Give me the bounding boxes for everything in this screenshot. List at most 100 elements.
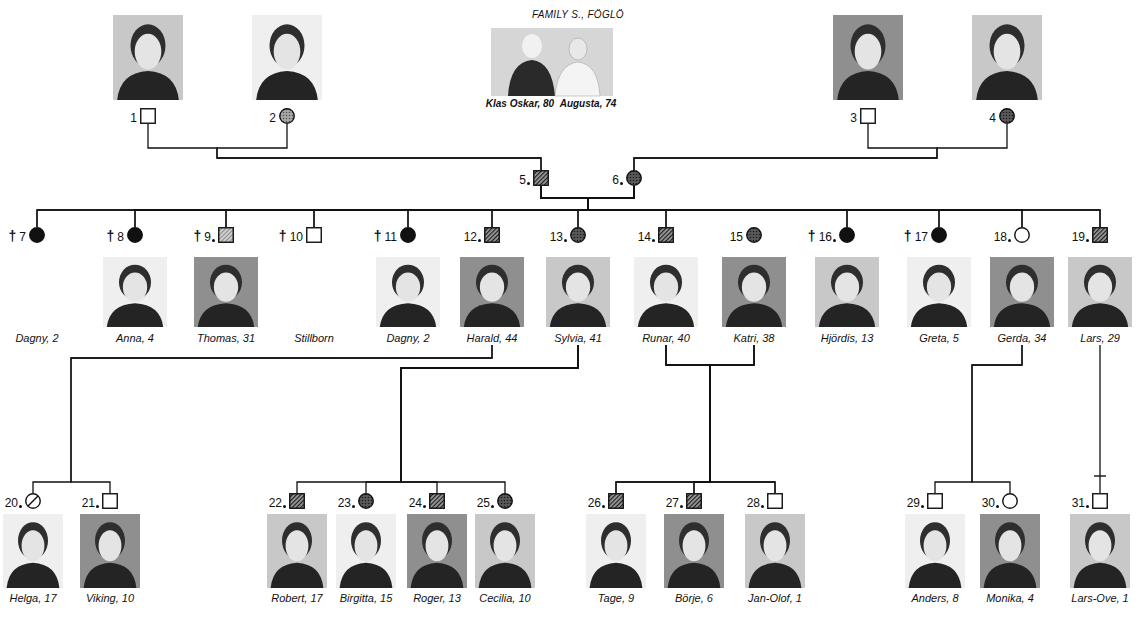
photo-body — [726, 303, 782, 327]
person-number: 6 — [612, 174, 619, 186]
symbol-outline — [1000, 109, 1015, 124]
photo-ground — [972, 15, 1042, 100]
person-number: 27 — [666, 497, 679, 509]
person-name: Harald, 44 — [467, 332, 518, 345]
male-square — [140, 108, 156, 124]
person-node: 30Monika, 4 — [977, 493, 1043, 605]
symbol-row: †16 — [805, 227, 889, 243]
photo-ground — [833, 15, 903, 100]
examined-dot — [283, 505, 286, 508]
descent-line — [541, 186, 1100, 227]
examined-dot — [1086, 505, 1089, 508]
photo-body — [380, 303, 436, 327]
person-name: Anders, 8 — [911, 592, 958, 605]
descent-line — [492, 186, 588, 227]
woman-figure — [555, 62, 600, 96]
photo-ground — [3, 514, 63, 588]
person-name: Gerda, 34 — [998, 332, 1047, 345]
number-group: 24 — [409, 497, 429, 509]
photo-ground — [1068, 257, 1132, 327]
number-group: 1 — [130, 112, 140, 124]
descent-line — [492, 186, 634, 227]
photo-ground — [376, 257, 440, 327]
symbol-row: 1 — [103, 108, 193, 124]
person-name: Anna, 4 — [116, 332, 154, 345]
descent-line — [366, 345, 578, 493]
man-head — [522, 34, 542, 58]
person-number: 9 — [204, 231, 211, 243]
photo-body — [1072, 303, 1128, 327]
male-square — [608, 493, 624, 509]
female-circle — [279, 108, 295, 124]
male-square — [533, 170, 549, 186]
female-circle — [1002, 493, 1018, 509]
person-node: 29Anders, 8 — [902, 493, 968, 605]
symbol-row: 28 — [742, 493, 808, 509]
female-circle — [746, 227, 762, 243]
portrait-photo — [194, 257, 258, 327]
male-square — [306, 227, 322, 243]
number-group: 30 — [982, 497, 1002, 509]
symbol-row: 18 — [983, 227, 1061, 243]
person-node: 28Jan-Olof, 1 — [742, 493, 808, 605]
symbol-row: 4 — [962, 108, 1052, 124]
descent-line — [401, 345, 578, 493]
male-square — [1092, 227, 1108, 243]
descent-line — [37, 186, 634, 227]
examined-dot — [680, 505, 683, 508]
photo-face — [480, 272, 504, 301]
person-number: 5 — [519, 174, 526, 186]
symbol-row: 6 — [609, 170, 659, 186]
photo-face — [274, 34, 301, 70]
photo-body — [1074, 563, 1127, 588]
photo-body — [84, 563, 137, 588]
number-group: †7 — [9, 229, 29, 243]
photo-face — [605, 530, 628, 561]
symbol-outline — [1093, 228, 1108, 243]
symbol-outline — [485, 228, 500, 243]
photo-body — [340, 563, 393, 588]
symbol-row: 12 — [452, 227, 532, 243]
photo-ground — [815, 257, 879, 327]
photo-body — [749, 563, 802, 588]
symbol-row: 24 — [404, 493, 470, 509]
descent-line — [616, 345, 710, 493]
person-node: 5 — [516, 170, 566, 186]
symbol-row: 29 — [902, 493, 968, 509]
number-group: †17 — [904, 229, 931, 243]
person-node: 6 — [609, 170, 659, 186]
photo-face — [764, 530, 787, 561]
person-node: †16Hjördis, 13 — [805, 227, 889, 345]
descent-line — [588, 186, 1100, 227]
portrait-photo — [833, 15, 903, 100]
male-square — [860, 108, 876, 124]
symbol-outline — [430, 494, 445, 509]
photo-ground — [252, 15, 322, 100]
person-node: 14Runar, 40 — [626, 227, 706, 345]
death-mark: † — [9, 229, 19, 243]
symbol-row: †17 — [899, 227, 979, 243]
symbol-row: 5 — [516, 170, 566, 186]
descent-line — [37, 186, 588, 227]
person-number: 24 — [409, 497, 422, 509]
descent-line — [314, 186, 634, 227]
person-node: †10Stillborn — [274, 227, 354, 345]
descent-line — [588, 186, 847, 227]
male-square — [927, 493, 943, 509]
person-node: 21Viking, 10 — [77, 493, 143, 605]
portrait-photo — [990, 257, 1054, 327]
photo-ground — [407, 514, 467, 588]
person-number: 26 — [588, 497, 601, 509]
descent-line — [972, 345, 1022, 493]
person-number: 7 — [19, 231, 26, 243]
photo-ground — [546, 257, 610, 327]
photo-ground — [1070, 514, 1130, 588]
person-node: †7Dagny, 2 — [2, 227, 72, 345]
symbol-outline — [840, 228, 855, 243]
symbol-outline — [534, 171, 549, 186]
female-circle — [626, 170, 642, 186]
photo-body — [638, 303, 694, 327]
photo-face — [742, 272, 766, 301]
male-square — [658, 227, 674, 243]
descent-line — [33, 345, 492, 493]
